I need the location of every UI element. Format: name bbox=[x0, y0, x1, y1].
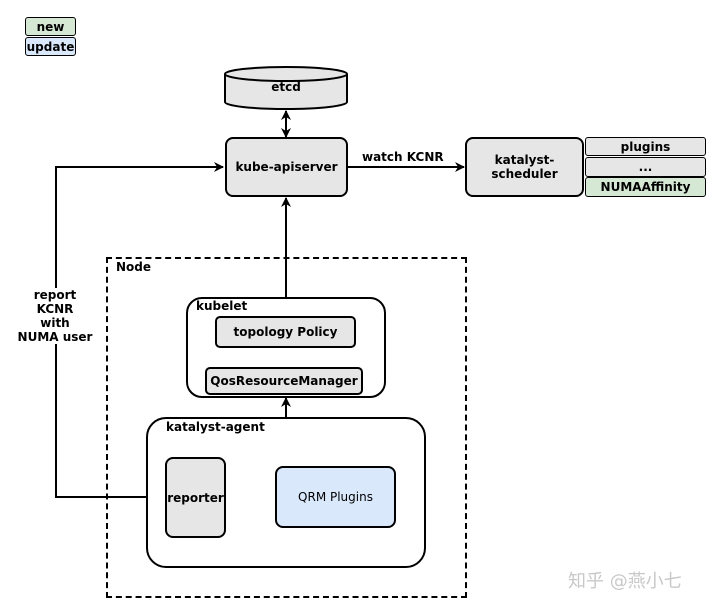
node-group-label: Node bbox=[116, 260, 152, 274]
katalyst-scheduler-node: katalyst- scheduler bbox=[465, 137, 584, 197]
reporter-node: reporter bbox=[165, 457, 226, 538]
katalyst-agent-group-label: katalyst-agent bbox=[166, 420, 265, 434]
kube-apiserver-node: kube-apiserver bbox=[225, 137, 348, 197]
katalyst-scheduler-label: katalyst- scheduler bbox=[491, 153, 558, 181]
plugins-item: plugins bbox=[585, 137, 706, 156]
qrm-plugins-node: QRM Plugins bbox=[275, 466, 396, 528]
topology-policy-label: topology Policy bbox=[233, 325, 338, 339]
numa-affinity-item: NUMAAffinity bbox=[585, 177, 706, 197]
node-group bbox=[106, 257, 467, 598]
reporter-label: reporter bbox=[167, 490, 224, 505]
etcd-cylinder bbox=[224, 66, 348, 110]
qos-resource-manager-node: QosResourceManager bbox=[205, 367, 363, 395]
legend-new: new bbox=[25, 17, 76, 36]
report-kcnr-label: report KCNR with NUMA user bbox=[13, 288, 97, 344]
legend-update: update bbox=[25, 37, 76, 56]
qos-resource-manager-label: QosResourceManager bbox=[210, 374, 358, 388]
watch-kcnr-label: watch KCNR bbox=[362, 150, 444, 164]
kubelet-group-label: kubelet bbox=[196, 299, 248, 313]
topology-policy-node: topology Policy bbox=[215, 316, 356, 348]
watermark: 知乎 @燕小七 bbox=[568, 571, 682, 592]
plugins-ellipsis-item: ... bbox=[585, 157, 706, 177]
etcd-label: etcd bbox=[271, 80, 301, 94]
kube-apiserver-label: kube-apiserver bbox=[235, 160, 338, 174]
qrm-plugins-label: QRM Plugins bbox=[298, 490, 373, 504]
